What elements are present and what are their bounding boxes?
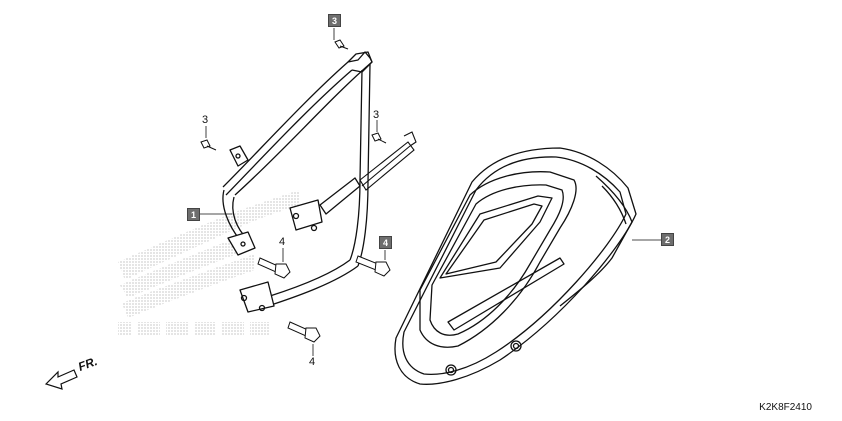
callout-part-3-right: 3 [373,109,380,121]
callout-part-4-bottom: 4 [309,356,316,368]
callout-part-4-boxed: 4 [379,236,392,249]
callout-part-4-center: 4 [279,236,286,248]
callout-part-3-left: 3 [202,114,209,126]
screw-3-right [371,132,387,144]
bolt-4-center [257,257,291,279]
heat-shield-cover [394,147,637,385]
callout-part-3-boxed: 3 [328,14,341,27]
screw-3-left [200,139,217,151]
bolt-4-right [355,255,391,277]
front-arrow-icon [44,369,78,390]
diagram-code: K2K8F2410 [759,402,812,413]
frame-rail [359,131,417,191]
screw-3-top [334,39,349,50]
pipe-bracket [222,51,373,313]
leader-lines [200,28,661,356]
honda-wing-watermark [118,190,300,336]
bolt-4-bottom [287,321,321,343]
callout-part-1: 1 [187,208,200,221]
callout-part-2: 2 [661,233,674,246]
